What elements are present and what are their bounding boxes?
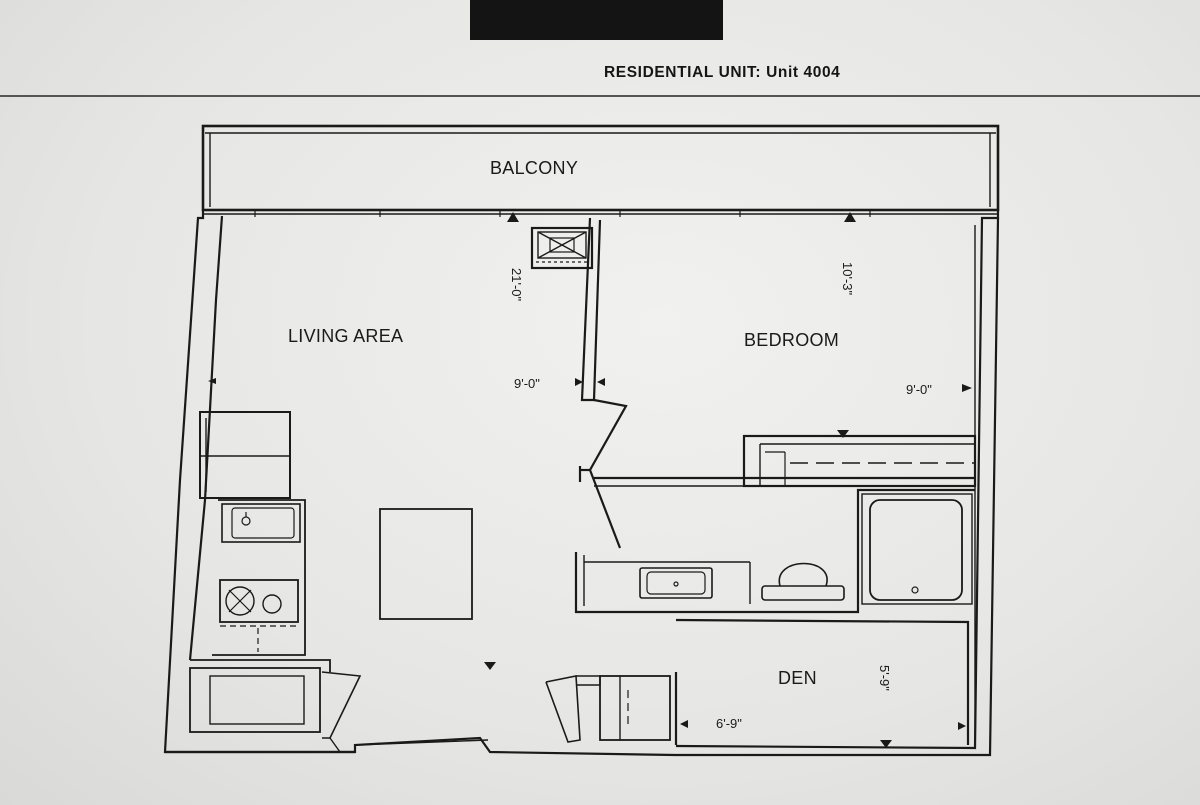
balcony-label: BALCONY [490, 158, 578, 178]
closet-icon [599, 675, 671, 741]
bathroom [574, 488, 975, 614]
logo-block [470, 0, 723, 40]
unit-title: RESIDENTIAL UNIT: Unit 4004 [604, 64, 841, 81]
toilet-icon [761, 585, 845, 601]
exterior-walls [163, 210, 1000, 757]
entry-door [321, 671, 362, 753]
den-length-dim: 5'-9" [877, 665, 892, 691]
living-length-dim: 21'-0" [509, 268, 524, 302]
dimension-arrows [208, 212, 972, 748]
sink-icon [639, 567, 713, 599]
laundry-icon [189, 667, 321, 733]
bedroom-width-dim: 9'-0" [906, 382, 932, 397]
bedroom-closet [742, 434, 977, 488]
living-area-label: LIVING AREA [288, 326, 403, 346]
cooktop-icon [219, 579, 299, 623]
bathtub-icon [869, 499, 963, 601]
fridge-icon [199, 411, 291, 499]
balcony-area [201, 124, 1000, 217]
bedroom-label: BEDROOM [744, 330, 839, 350]
hvac-unit [530, 226, 594, 270]
header-divider [0, 95, 1200, 97]
den-label: DEN [778, 668, 817, 688]
den-area [545, 618, 970, 745]
living-width-dim: 9'-0" [514, 376, 540, 391]
kitchen-island [379, 508, 473, 620]
kitchen [189, 411, 331, 733]
bedroom-length-dim: 10'-3" [840, 262, 855, 296]
den-width-dim: 6'-9" [716, 716, 742, 731]
kitchen-sink-icon [221, 503, 301, 543]
